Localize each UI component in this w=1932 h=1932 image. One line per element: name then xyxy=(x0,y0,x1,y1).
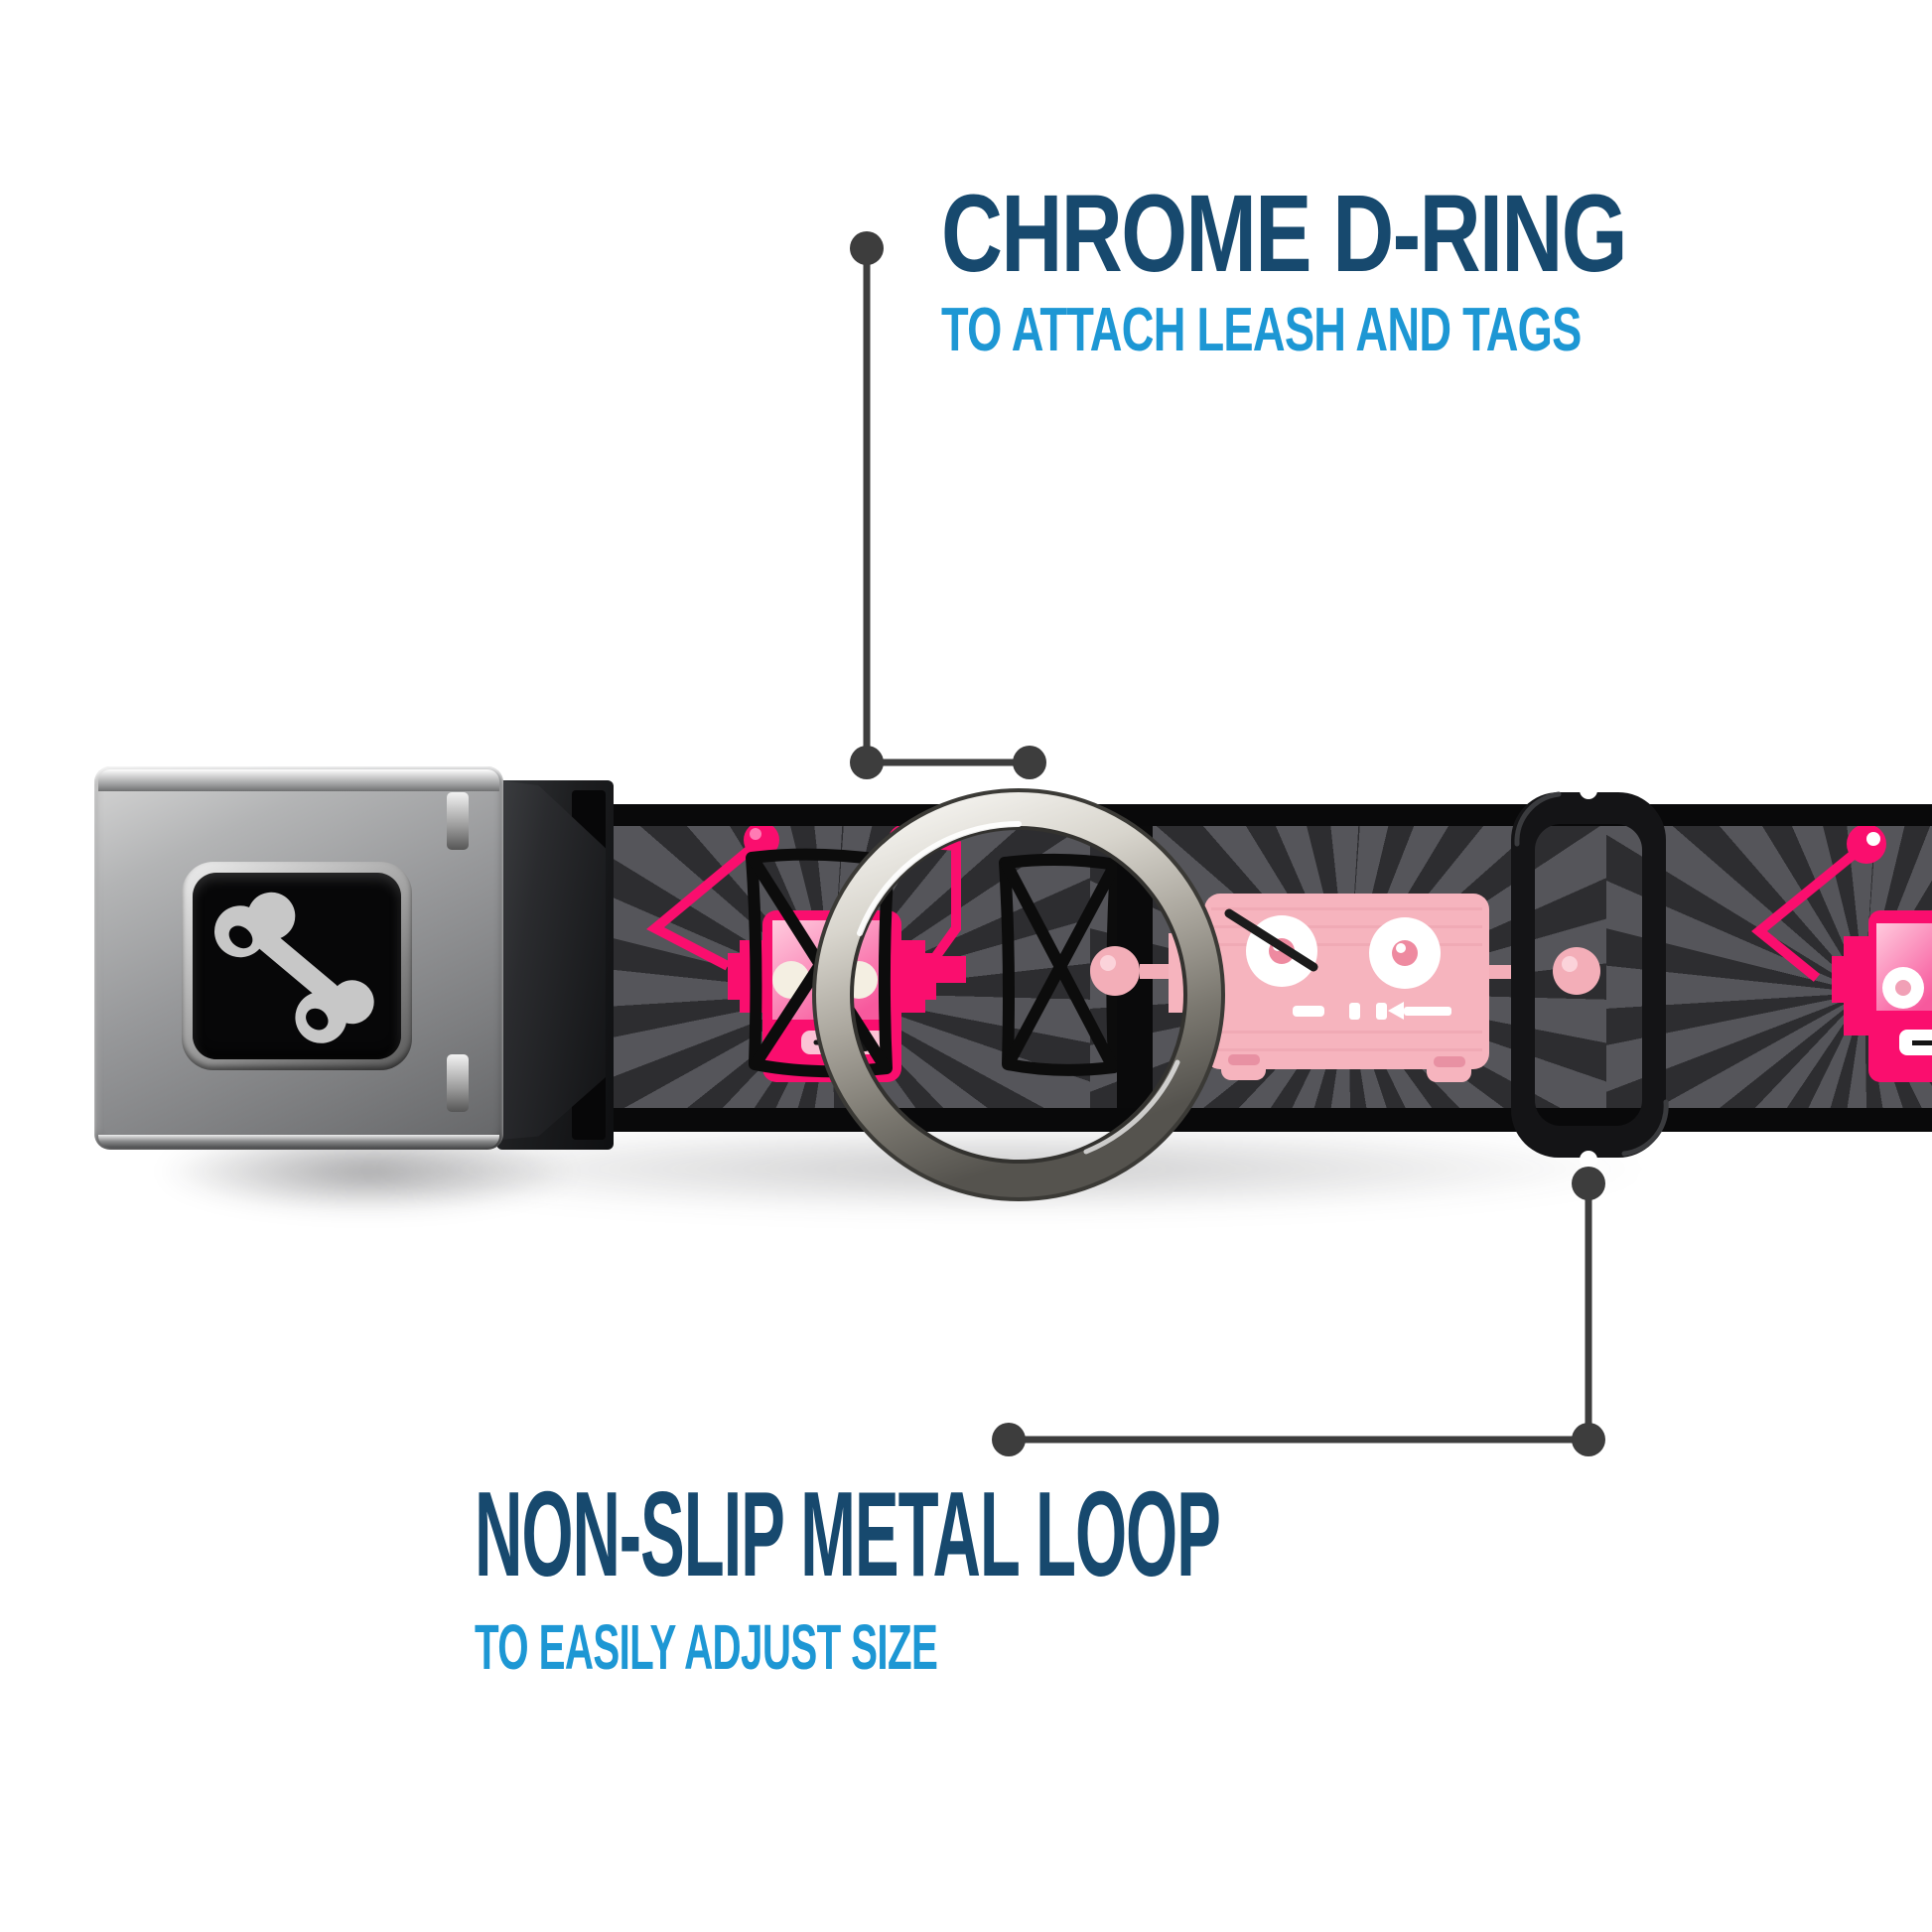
pink-robot-head-icon xyxy=(1751,824,1932,1082)
seatbelt-buckle xyxy=(94,766,503,1150)
buckle-clip xyxy=(447,792,469,850)
chrome-d-ring xyxy=(812,788,1225,1201)
d-ring-callout-subtitle: TO ATTACH LEASH AND TAGS xyxy=(941,296,1582,364)
d-ring-callout-title: CHROME D-RING xyxy=(941,173,1627,295)
buckle-clip xyxy=(447,1054,469,1112)
crossed-out-frame-icon xyxy=(999,853,1122,1076)
buckle-logo-window xyxy=(182,862,412,1070)
strap-bottom-edge xyxy=(556,1108,1932,1132)
pale-pink-robot-head-icon xyxy=(1090,894,1600,1082)
metal-loop-callout-subtitle: TO EASILY ADJUST SIZE xyxy=(475,1611,938,1683)
slide-adjuster-loop xyxy=(1511,781,1669,1169)
dog-bone-icon xyxy=(214,892,374,1043)
metal-loop-callout-title: NON-SLIP METAL LOOP xyxy=(475,1466,1221,1601)
